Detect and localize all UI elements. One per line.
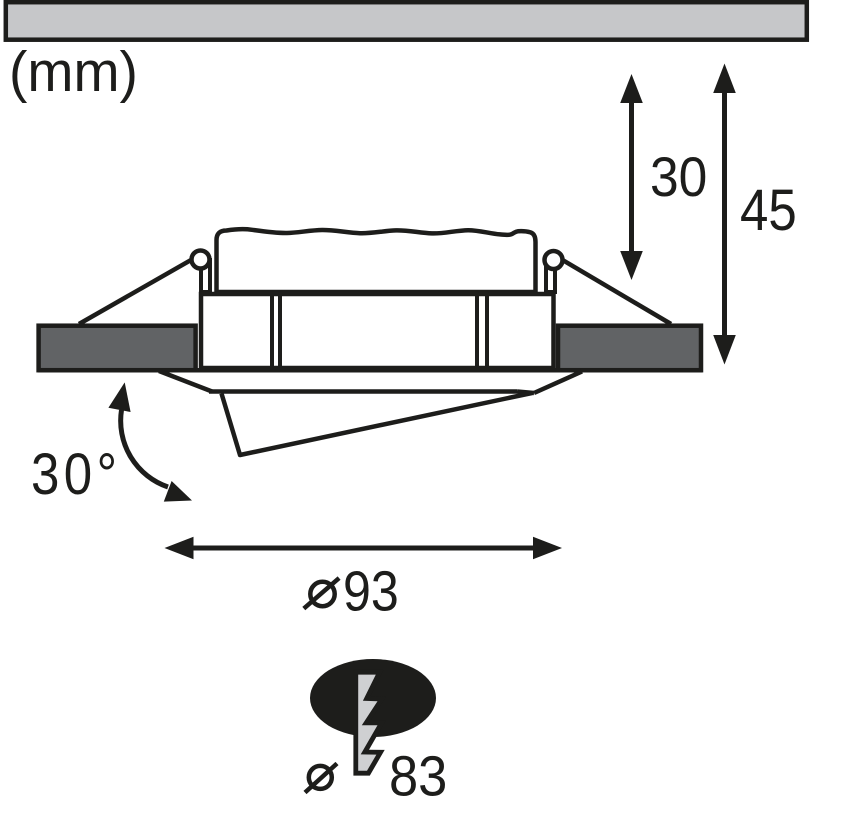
svg-text:45: 45 (740, 178, 797, 243)
svg-text:83: 83 (389, 743, 447, 808)
svg-text:30: 30 (650, 146, 707, 208)
svg-text:93: 93 (343, 560, 399, 624)
svg-text:30°: 30° (31, 442, 121, 507)
svg-text:(mm): (mm) (9, 39, 138, 103)
